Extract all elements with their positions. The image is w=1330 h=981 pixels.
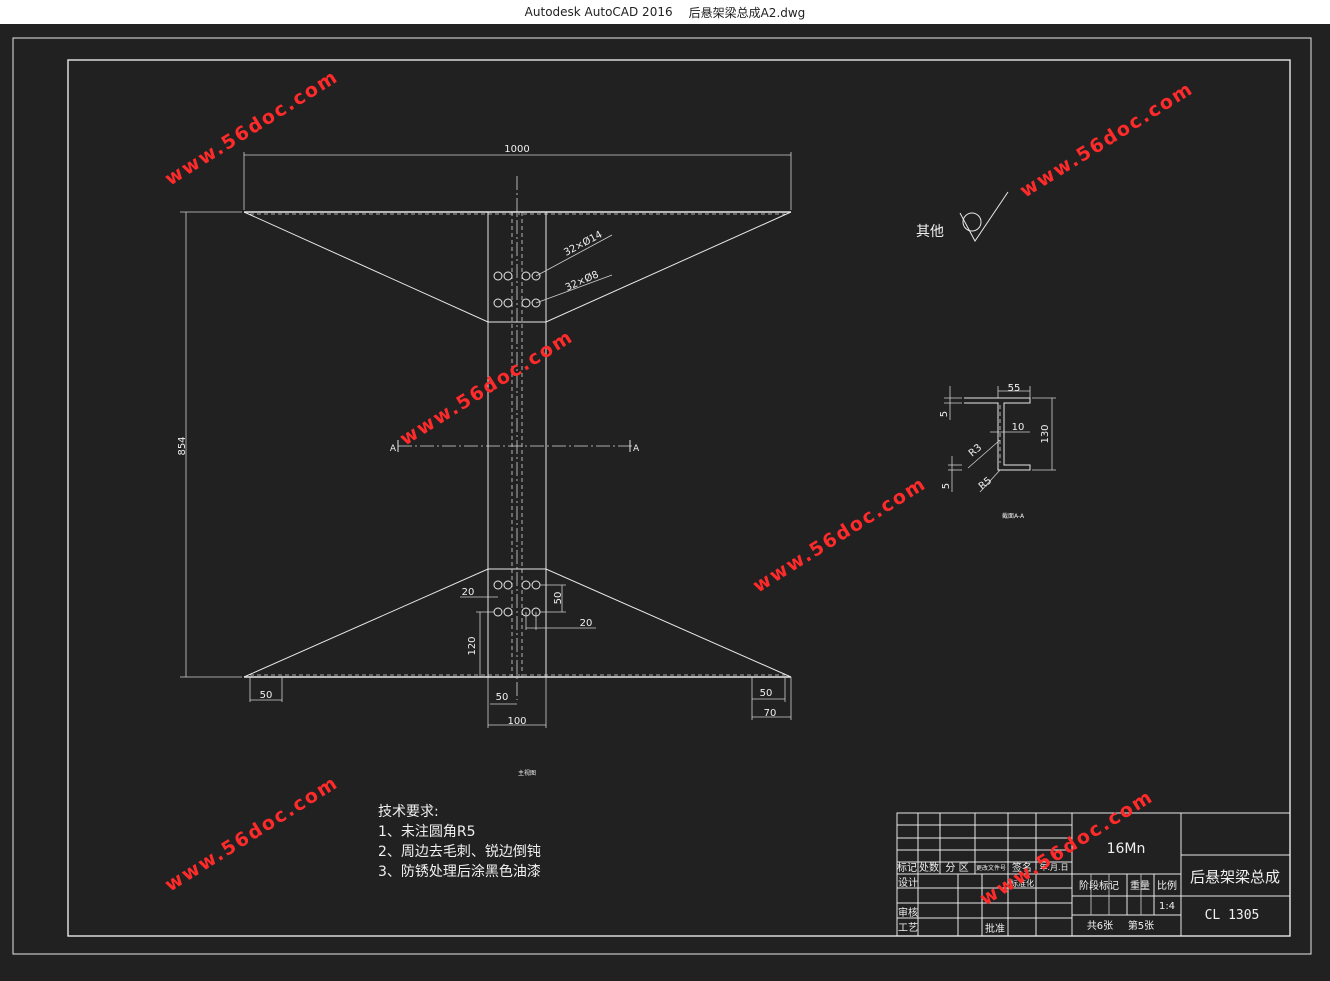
dim-100: 100 (507, 716, 526, 727)
main-view: A A 32×Ø14 32×Ø8 1000 (177, 144, 792, 777)
main-view-caption: 主视图 (518, 769, 536, 777)
tb-sheet-no: 第5张 (1128, 919, 1154, 932)
section-view: 55 5 10 130 R3 5 R5 截面A-A (939, 383, 1056, 520)
tb-scale-label: 比例 (1157, 879, 1177, 892)
watermark-text: www.56doc.com (749, 472, 931, 597)
dim-50-bottom-left: 50 (260, 690, 273, 701)
tb-material: 16Mn (1107, 841, 1146, 857)
section-dim-10: 10 (1012, 422, 1025, 433)
tb-row-label: 标记 (897, 862, 917, 874)
drawing-svg: A A 32×Ø14 32×Ø8 1000 (12, 37, 1312, 955)
roughness-symbol: 其他 (916, 191, 1009, 242)
roughness-label: 其他 (916, 224, 944, 240)
hole-callout-8: 32×Ø8 (563, 268, 600, 293)
tb-part-name: 后悬架梁总成 (1190, 868, 1280, 886)
tech-item: 1、未注圆角R5 (378, 824, 476, 840)
watermark-text: www.56doc.com (161, 65, 343, 190)
tb-approve: 批准 (985, 922, 1005, 935)
tb-sheets-total: 共6张 (1087, 920, 1113, 932)
dim-854: 854 (177, 436, 188, 455)
section-dim-5-bottom: 5 (941, 483, 952, 489)
dim-20-right: 20 (580, 618, 593, 629)
section-dim-5-top: 5 (939, 411, 950, 417)
title-block: 标记 处数 分 区 更改文件号 签名 年.月.日 设计 标准化 审核 工艺 批准… (896, 812, 1291, 937)
section-a-left: A (390, 444, 397, 454)
hole-callout-14: 32×Ø14 (562, 228, 604, 258)
section-dim-55: 55 (1008, 383, 1021, 394)
section-r5: R5 (977, 475, 994, 492)
dim-120: 120 (467, 636, 478, 655)
drawing-canvas[interactable]: A A 32×Ø14 32×Ø8 1000 (0, 24, 1330, 981)
tb-process: 工艺 (898, 922, 918, 934)
dim-50-bottom-mid: 50 (496, 692, 509, 703)
tb-scale: 1:4 (1159, 901, 1175, 912)
outer-border (12, 37, 1312, 955)
section-caption: 截面A-A (1002, 512, 1025, 520)
app-title: Autodesk AutoCAD 2016 (524, 5, 673, 19)
dim-70: 70 (764, 708, 777, 719)
top-bolt-holes (493, 271, 541, 308)
watermark-text: www.56doc.com (161, 771, 343, 896)
tb-row-label: 更改文件号 (976, 864, 1006, 872)
watermark-text: www.56doc.com (1016, 77, 1198, 202)
watermark-text: www.56doc.com (396, 325, 578, 450)
tb-design: 设计 (898, 876, 918, 889)
tb-row-label: 年.月.日 (1039, 862, 1068, 872)
tb-review: 审核 (898, 906, 918, 919)
tb-row-label: 处数 (919, 861, 939, 874)
dim-50-vertical: 50 (553, 592, 564, 605)
tech-title: 技术要求: (378, 804, 439, 820)
dim-20-left: 20 (462, 587, 475, 598)
section-r3: R3 (967, 442, 984, 459)
watermarks: www.56doc.com www.56doc.com www.56doc.co… (161, 65, 1198, 910)
dim-50-bottom-right: 50 (760, 688, 773, 699)
file-name: 后悬架梁总成A2.dwg (688, 5, 806, 20)
tb-row-label: 分 区 (945, 862, 968, 874)
tb-standardize: 标准化 (1010, 878, 1034, 888)
technical-requirements: 技术要求: 1、未注圆角R5 2、周边去毛刺、锐边倒钝 3、防锈处理后涂黑色油漆 (378, 804, 541, 880)
tb-stage-mark: 阶段标记 (1079, 879, 1119, 892)
section-a-right: A (633, 444, 640, 454)
tb-row-label: 签名 (1012, 861, 1032, 874)
inner-border (67, 59, 1291, 937)
dim-1000: 1000 (504, 144, 529, 155)
tech-item: 2、周边去毛刺、锐边倒钝 (378, 844, 541, 860)
window-title-bar: Autodesk AutoCAD 2016 后悬架梁总成A2.dwg (0, 0, 1330, 25)
tb-part-code: CL 1305 (1205, 908, 1260, 923)
tech-item: 3、防锈处理后涂黑色油漆 (378, 863, 541, 880)
section-dim-130: 130 (1040, 424, 1051, 443)
tb-weight: 重量 (1130, 879, 1150, 892)
